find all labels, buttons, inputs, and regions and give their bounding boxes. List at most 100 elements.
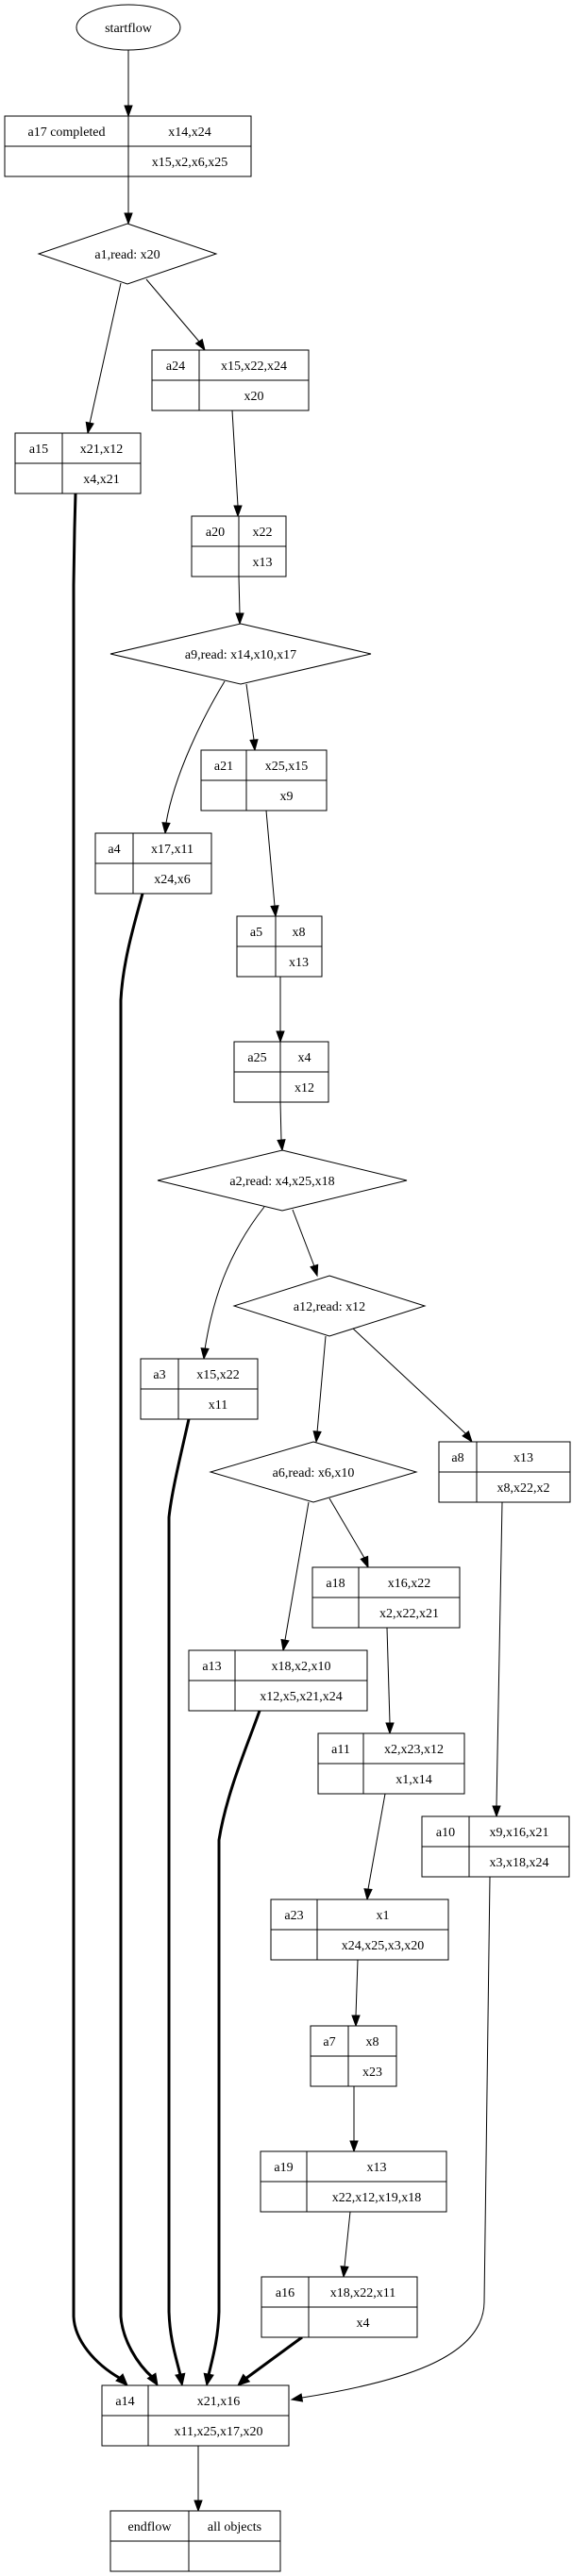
activity-name: a20: [206, 526, 225, 540]
start-ellipse: [76, 4, 181, 51]
activity-writes: x12: [294, 1081, 314, 1096]
edge-a7-to-a19: [349, 2086, 359, 2153]
edge-a14-to-endflow: [193, 2446, 203, 2513]
activity-name: a23: [284, 1909, 303, 1923]
arrowhead-icon: [124, 105, 133, 118]
activity-reads: x15,x22,x24: [221, 360, 287, 374]
start-node: startflow: [76, 4, 181, 51]
activity-name: a18: [326, 1577, 345, 1591]
arrowhead-icon: [351, 2015, 361, 2028]
edge-a18-to-a11: [385, 1627, 395, 1735]
activity-writes: x15,x2,x6,x25: [152, 156, 228, 170]
activity-node-a21: a21 x25,x15 x9: [200, 749, 328, 811]
edge-line: [89, 282, 122, 425]
activity-reads: x17,x11: [151, 843, 193, 857]
edge-a12-to-a8: [352, 1328, 473, 1444]
activity-name: a21: [214, 760, 233, 774]
edge-a11-to-a23: [363, 1793, 386, 1901]
decision-diamond: [232, 1275, 427, 1337]
activity-reads: x9,x16,x21: [490, 1826, 549, 1840]
edge-a6-to-a18: [328, 1497, 369, 1569]
edge-line: [119, 893, 154, 2380]
activity-reads: x2,x23,x12: [384, 1743, 444, 1757]
arrowhead-icon: [237, 2373, 251, 2386]
activity-reads: x16,x22: [388, 1577, 431, 1591]
activity-writes: x13: [289, 956, 309, 970]
edge-line: [245, 683, 255, 741]
arrowhead-icon: [360, 1555, 369, 1569]
decision-label: a9,read: x14,x10,x17: [185, 648, 296, 662]
edge-startflow-to-a17: [124, 50, 133, 118]
edge-a21-to-a5: [265, 810, 279, 918]
activity-name: a15: [29, 443, 48, 457]
activity-reads: x14,x24: [168, 125, 211, 140]
edge-line: [316, 1335, 327, 1433]
edge-a13-to-a14: [203, 1710, 261, 2387]
arrowhead-icon: [270, 905, 279, 918]
edge-a16-to-a14: [237, 2335, 303, 2386]
decision-node-a12: a12,read: x12: [232, 1275, 427, 1337]
activity-writes: x4,x21: [83, 473, 120, 487]
arrowhead-icon: [146, 2372, 159, 2387]
activity-name: a16: [276, 2286, 294, 2300]
edge-a9-to-a21: [245, 683, 259, 752]
edge-a2-to-a12: [292, 1209, 319, 1278]
activity-reads: x8: [366, 2035, 379, 2049]
edge-a12-to-a6: [312, 1335, 327, 1444]
edges-layer: [72, 50, 503, 2513]
arrowhead-icon: [492, 1805, 501, 1818]
arrowhead-icon: [349, 2140, 359, 2153]
edge-a8-to-a10: [492, 1501, 503, 1818]
activity-name: a3: [153, 1368, 165, 1382]
decision-diamond: [37, 223, 218, 285]
activity-writes: x22,x12,x19,x18: [332, 2191, 422, 2205]
activity-name: a19: [274, 2161, 293, 2175]
arrowhead-icon: [340, 2266, 349, 2279]
decision-node-a2: a2,read: x4,x25,x18: [157, 1149, 408, 1212]
activity-reads: x8: [293, 926, 306, 940]
edge-a3-to-a14: [167, 1418, 191, 2387]
edge-a1-to-a24: [145, 278, 206, 352]
edge-line: [238, 576, 241, 615]
edge-line: [207, 1710, 261, 2376]
arrowhead-icon: [277, 1139, 286, 1152]
arrowhead-icon: [249, 739, 259, 752]
edge-a10-to-a14: [290, 1876, 491, 2402]
arrowhead-icon: [235, 612, 244, 626]
edge-a24-to-a20: [231, 410, 243, 518]
activity-name: a7: [323, 2035, 335, 2049]
edge-line: [145, 278, 200, 343]
arrowhead-icon: [462, 1430, 473, 1444]
arrowhead-icon: [310, 1263, 319, 1278]
activity-writes: x3,x18,x24: [490, 1856, 549, 1870]
edge-a1-to-a15: [85, 282, 122, 435]
activity-reads: x4: [298, 1051, 311, 1065]
activity-writes: x9: [280, 790, 294, 804]
edge-line: [265, 810, 276, 907]
activity-reads: x25,x15: [265, 760, 309, 774]
arrowhead-icon: [200, 1347, 210, 1361]
activity-writes: x23: [362, 2066, 382, 2080]
arrowhead-icon: [124, 212, 133, 226]
activity-reads: x13: [513, 1451, 533, 1465]
arrowhead-icon: [193, 2500, 203, 2513]
decision-label: a1,read: x20: [94, 248, 160, 262]
arrowhead-icon: [203, 2372, 214, 2387]
activity-reads: x22: [253, 526, 273, 540]
edge-a6-to-a13: [280, 1501, 310, 1652]
arrowhead-icon: [161, 822, 171, 835]
edge-a23-to-a7: [351, 1959, 361, 2028]
edge-a5-to-a25: [276, 977, 285, 1044]
